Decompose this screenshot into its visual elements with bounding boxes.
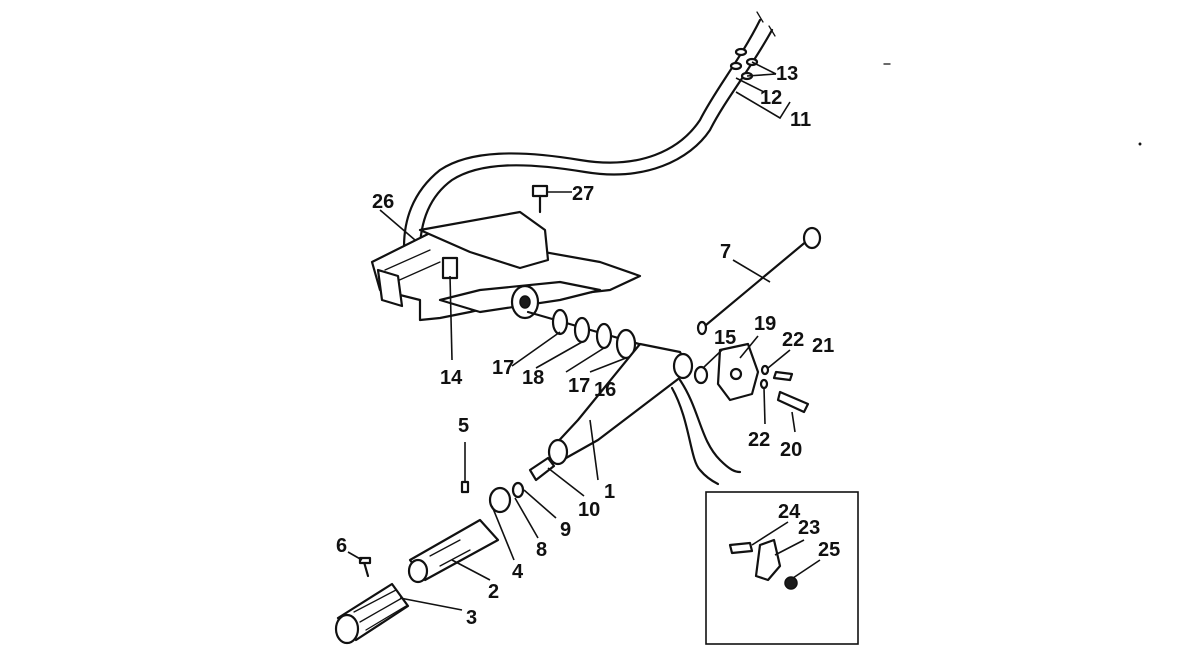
screws-and-washers: [759, 364, 810, 414]
callout-17b: 17: [568, 375, 590, 397]
callout-13: 13: [776, 63, 798, 85]
callout-12: 12: [760, 87, 782, 109]
callout-4: 4: [512, 561, 524, 583]
callout-5: 5: [458, 415, 469, 437]
callout-labels: 1 2 3 4 5 6 7 8 9 10 11 12 13 14 15 16 1…: [336, 63, 840, 629]
callout-24: 24: [778, 501, 801, 523]
callout-18: 18: [522, 367, 544, 389]
pivot-shaft-washers: [526, 308, 662, 360]
callout-23: 23: [798, 517, 820, 539]
callout-1: 1: [604, 481, 615, 503]
throttle-grip-shaft: [407, 518, 500, 584]
callout-16: 16: [594, 379, 616, 401]
scan-dot: [1138, 142, 1142, 146]
throttle-grip: [334, 582, 410, 645]
screw: [358, 556, 372, 578]
throttle-shaft-parts: [460, 456, 556, 514]
callout-22b: 22: [748, 429, 770, 451]
callout-17a: 17: [492, 357, 514, 379]
callout-14: 14: [440, 367, 463, 389]
callout-6: 6: [336, 535, 347, 557]
callout-20: 20: [780, 439, 802, 461]
bolt: [531, 184, 549, 214]
friction-block: [693, 342, 760, 402]
callout-11: 11: [790, 109, 811, 131]
steering-bracket: [370, 210, 642, 322]
callout-10: 10: [578, 499, 600, 521]
callout-2: 2: [488, 581, 499, 603]
callout-9: 9: [560, 519, 571, 541]
throttle-rod: [696, 226, 822, 336]
inset-box: [705, 491, 859, 645]
tiller-housing: [547, 342, 742, 486]
callout-27: 27: [572, 183, 594, 205]
control-cables: [403, 11, 776, 264]
callout-15: 15: [714, 327, 736, 349]
callout-21: 21: [812, 335, 834, 357]
inset-parts: [728, 538, 798, 590]
callout-25: 25: [818, 539, 840, 561]
callout-8: 8: [536, 539, 547, 561]
callout-26: 26: [372, 191, 394, 213]
callout-22a: 22: [782, 329, 804, 351]
leader-lines: [347, 61, 821, 611]
callout-19: 19: [754, 313, 776, 335]
callout-3: 3: [466, 607, 477, 629]
callout-7: 7: [720, 241, 731, 263]
